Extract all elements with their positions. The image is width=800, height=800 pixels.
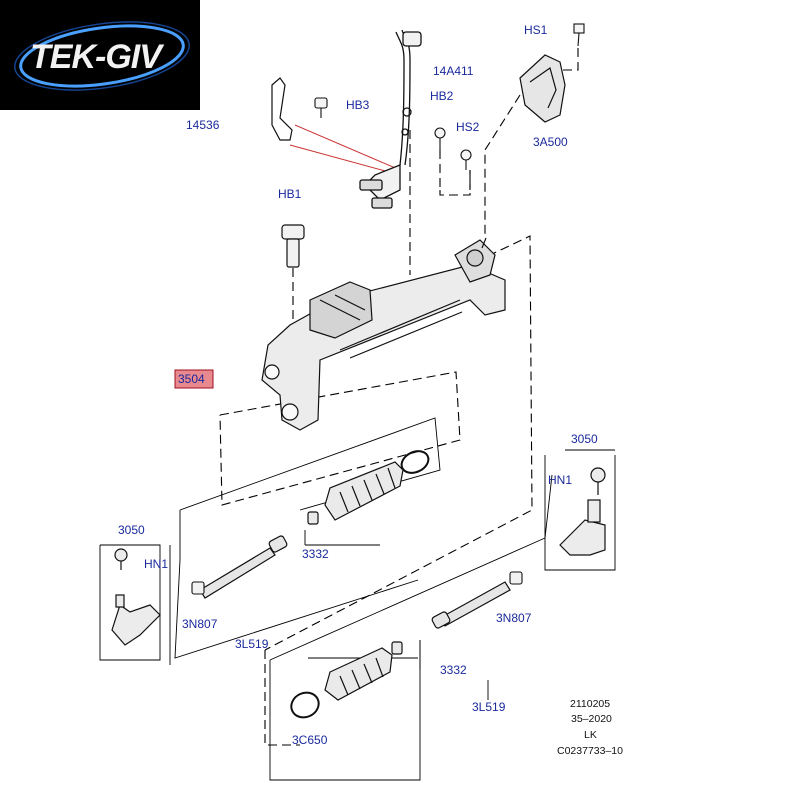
logo-ring [19, 24, 185, 88]
label-hn1-left[interactable]: HN1 [144, 557, 168, 571]
red-leader-lines [289, 124, 401, 176]
label-3l519-lower[interactable]: 3L519 [472, 700, 506, 714]
label-hb3[interactable]: HB3 [346, 98, 370, 112]
part-labels: HS1 14A411 HB3 HB2 14536 HS2 3A500 HB1 3… [118, 23, 598, 747]
label-3050-left[interactable]: 3050 [118, 523, 145, 537]
dashed-assembly-lines [219, 48, 579, 746]
tie-rod-end-3050-left [111, 548, 161, 646]
tie-rod-3l519-upper [199, 535, 288, 599]
logo-text: TEK-GIV [30, 38, 165, 76]
screw-hs1 [573, 23, 585, 47]
label-3a500[interactable]: 3A500 [533, 135, 568, 149]
bolt-hb3 [314, 97, 328, 118]
leader-lines [99, 417, 616, 781]
clamp-upper [400, 450, 430, 474]
bolt-hb2 [434, 127, 446, 150]
tie-rod-end-3050-right [559, 467, 606, 556]
label-hs2[interactable]: HS2 [456, 120, 480, 134]
reference-line-3: LK [584, 729, 597, 741]
diagram-reference: 2110205 35–2020 LK C0237733–10 [557, 698, 623, 757]
reference-line-1: 2110205 [570, 698, 610, 710]
label-14536[interactable]: 14536 [186, 118, 220, 132]
label-3l519-upper[interactable]: 3L519 [235, 637, 269, 651]
boot-3332-upper [307, 461, 404, 525]
reference-line-4: C0237733–10 [557, 745, 623, 757]
reference-line-2: 35–2020 [571, 713, 612, 725]
label-3c650[interactable]: 3C650 [292, 733, 328, 747]
label-hs1[interactable]: HS1 [524, 23, 548, 37]
label-hb2[interactable]: HB2 [430, 89, 454, 103]
label-3n807-right[interactable]: 3N807 [496, 611, 532, 625]
nut-3n807-right [509, 571, 523, 585]
label-14a411[interactable]: 14A411 [433, 64, 474, 78]
shield-3a500 [519, 54, 566, 123]
logo-ring-outer [13, 21, 191, 91]
label-3504[interactable]: 3504 [178, 372, 205, 386]
label-3332-lower[interactable]: 3332 [440, 663, 467, 677]
label-hn1-right[interactable]: HN1 [548, 473, 572, 487]
label-3n807-left[interactable]: 3N807 [182, 617, 218, 631]
nut-3n807-left [191, 581, 205, 595]
label-hb1[interactable]: HB1 [278, 187, 302, 201]
boot-3332-lower [324, 641, 403, 701]
bracket-14536 [271, 77, 293, 141]
bolt-hs2 [460, 149, 472, 170]
label-3332-upper[interactable]: 3332 [302, 547, 329, 561]
steering-gear-3504 [261, 237, 506, 431]
bolt-hb1 [281, 224, 305, 268]
clamp-3c650 [290, 691, 320, 719]
brand-logo: TEK-GIV [0, 0, 200, 110]
wire-harness-14a411 [359, 29, 422, 209]
tie-rod-3l519-lower [431, 581, 511, 629]
label-3050-right[interactable]: 3050 [571, 432, 598, 446]
highlight-3504 [174, 369, 214, 389]
logo-graphic: TEK-GIV [13, 21, 191, 91]
